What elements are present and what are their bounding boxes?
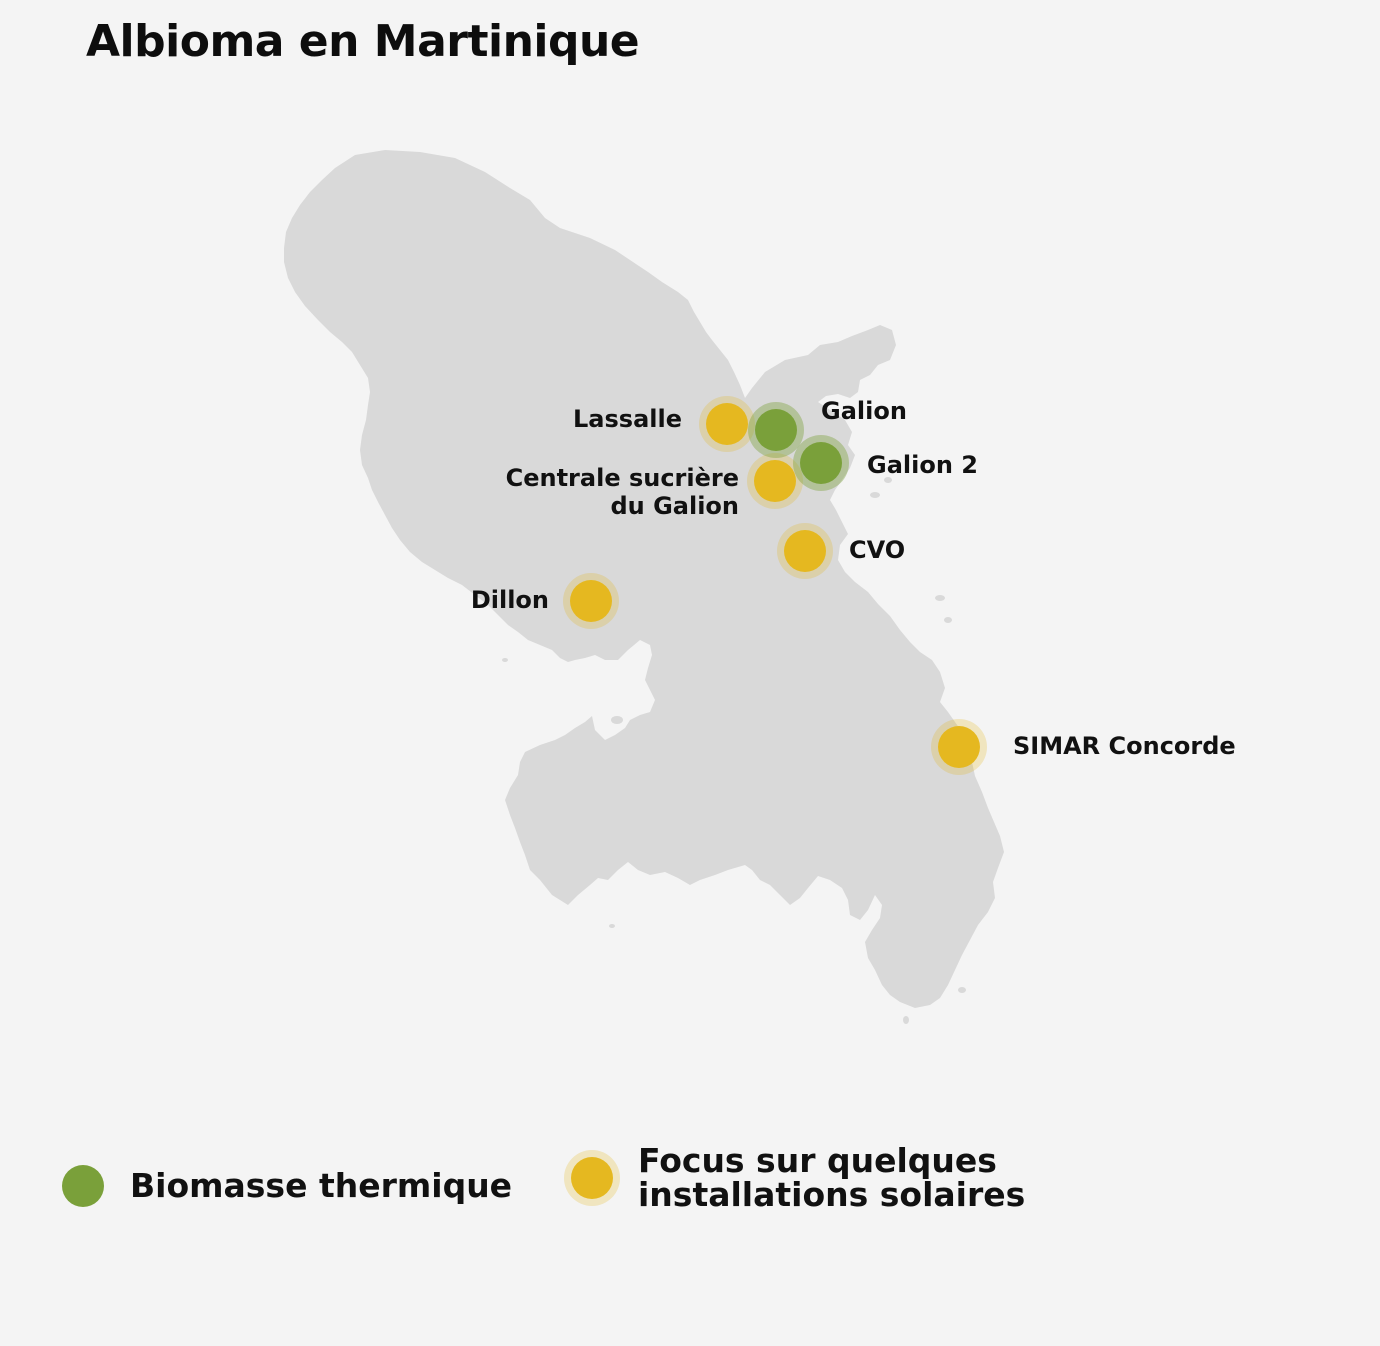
marker-simar-concorde-solar[interactable] xyxy=(931,719,987,775)
legend-biomass: Biomasse thermique xyxy=(62,1165,512,1207)
label-lassalle: Lassalle xyxy=(573,405,682,433)
legend-solar-dot-icon xyxy=(564,1150,620,1206)
legend-solar-line1: Focus sur quelques xyxy=(638,1141,997,1180)
label-galion: Galion xyxy=(821,397,907,425)
marker-lassalle-solar[interactable] xyxy=(699,396,755,452)
legend-biomass-label: Biomasse thermique xyxy=(130,1166,513,1205)
marker-galion-biomass[interactable] xyxy=(748,402,804,458)
legend-solar: Focus sur quelques installations solaire… xyxy=(564,1144,1025,1212)
label-centrale-sucriere: Centrale sucrière du Galion xyxy=(506,464,739,520)
label-centrale-line1: Centrale sucrière xyxy=(505,464,739,492)
marker-cvo-solar[interactable] xyxy=(777,523,833,579)
label-cvo: CVO xyxy=(849,536,906,564)
marker-galion2-biomass[interactable] xyxy=(793,435,849,491)
label-galion-2: Galion 2 xyxy=(867,451,978,479)
legend-solar-line2: installations solaires xyxy=(638,1175,1026,1214)
marker-centrale-galion-solar[interactable] xyxy=(747,453,803,509)
label-simar-concorde: SIMAR Concorde xyxy=(1013,732,1236,760)
page-title: Albioma en Martinique xyxy=(86,16,640,67)
legend-biomass-dot-icon xyxy=(62,1165,104,1207)
label-dillon: Dillon xyxy=(470,586,549,614)
marker-dillon-solar[interactable] xyxy=(563,573,619,629)
legend-solar-label: Focus sur quelques installations solaire… xyxy=(638,1144,1025,1212)
label-centrale-line2: du Galion xyxy=(610,492,739,520)
